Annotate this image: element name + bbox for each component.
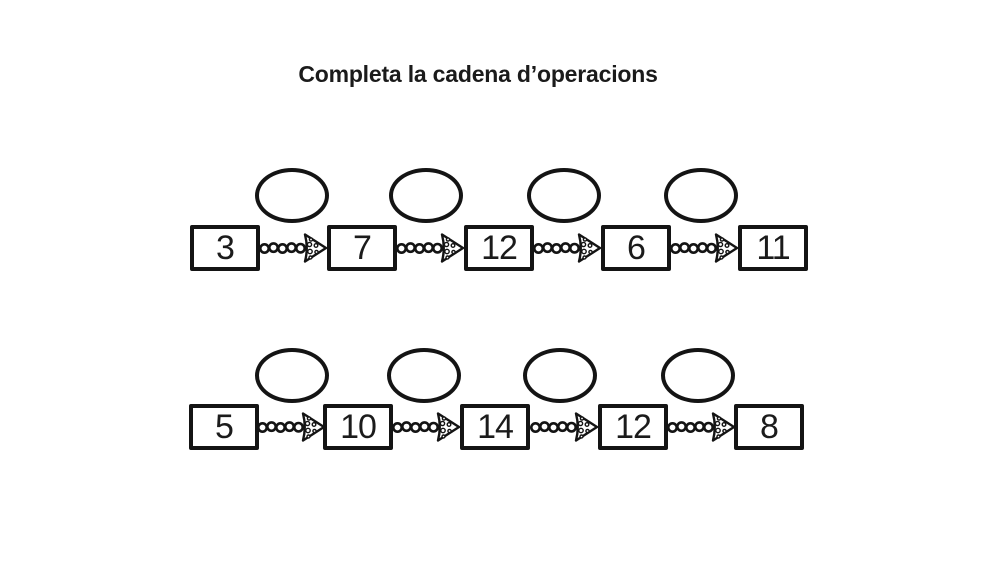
- number-box: 10: [323, 404, 393, 450]
- answer-ellipse[interactable]: [527, 168, 601, 223]
- answer-ellipse[interactable]: [387, 348, 461, 403]
- answer-ellipse[interactable]: [255, 168, 329, 223]
- answer-ellipse[interactable]: [661, 348, 735, 403]
- worksheet-title: Completa la cadena d’operacions: [298, 61, 658, 87]
- number-box: 12: [598, 404, 668, 450]
- number-box: 14: [460, 404, 530, 450]
- number-box: 11: [738, 225, 808, 271]
- answer-ellipse[interactable]: [255, 348, 329, 403]
- chain-arrow-icon: [259, 233, 327, 263]
- number-box: 5: [189, 404, 259, 450]
- chain-arrow-icon: [667, 412, 735, 442]
- number-box: 3: [190, 225, 260, 271]
- number-box: 6: [601, 225, 671, 271]
- answer-ellipse[interactable]: [389, 168, 463, 223]
- number-box: 12: [464, 225, 534, 271]
- chain-arrow-icon: [530, 412, 598, 442]
- chain-arrow-icon: [533, 233, 601, 263]
- chain-arrow-icon: [392, 412, 460, 442]
- chain-arrow-icon: [257, 412, 325, 442]
- chain-arrow-icon: [396, 233, 464, 263]
- answer-ellipse[interactable]: [523, 348, 597, 403]
- chain-arrow-icon: [670, 233, 738, 263]
- answer-ellipse[interactable]: [664, 168, 738, 223]
- number-box: 7: [327, 225, 397, 271]
- number-box: 8: [734, 404, 804, 450]
